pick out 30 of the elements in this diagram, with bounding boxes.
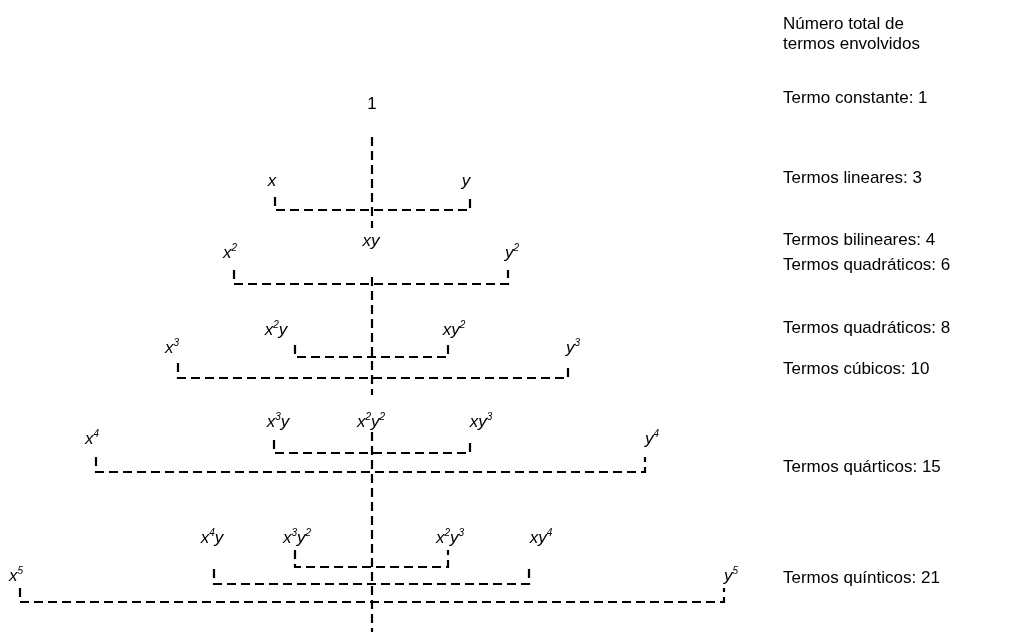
polynomial-term: y$^{4}$: [644, 429, 660, 449]
polynomial-term: x$^{3}$: [164, 338, 180, 358]
polynomial-term: y$^{5}$: [723, 566, 739, 586]
polynomial-term: x: [267, 171, 277, 191]
polynomial-term: xy: [362, 231, 380, 251]
term-count-label: Termos cúbicos: 10: [783, 359, 930, 379]
polynomial-term: x$^{3}$y$^{2}$: [282, 528, 312, 548]
polynomial-term: x$^{2}$: [222, 243, 238, 263]
polynomial-term: x$^{4}$y: [200, 528, 224, 548]
polynomial-term: xy$^{2}$: [442, 320, 466, 340]
polynomial-term: x$^{5}$: [8, 566, 24, 586]
term-count-label: Número total de termos envolvidos: [783, 14, 921, 54]
polynomial-term: y$^{2}$: [504, 243, 520, 263]
polynomial-term: xy$^{3}$: [469, 412, 493, 432]
polynomial-term: x$^{2}$y$^{2}$: [356, 412, 386, 432]
constant-term: 1: [367, 94, 377, 114]
term-count-label: Termos quárticos: 15: [783, 457, 941, 477]
term-count-label: Termo constante: 1: [783, 88, 928, 108]
term-count-label: Termos quínticos: 21: [783, 568, 940, 588]
term-count-label: Termos quadráticos: 8: [783, 318, 951, 338]
polynomial-term: x$^{2}$y: [264, 320, 288, 340]
polynomial-term: xy$^{4}$: [529, 528, 553, 548]
polynomial-term: y: [461, 171, 471, 191]
polynomial-term: y$^{3}$: [565, 338, 581, 358]
polynomial-term: x$^{3}$y: [266, 412, 290, 432]
term-count-label: Termos bilineares: 4: [783, 230, 936, 250]
term-count-label: Termos quadráticos: 6: [783, 255, 951, 275]
polynomial-term: x$^{4}$: [84, 429, 100, 449]
term-count-label: Termos lineares: 3: [783, 168, 922, 188]
polynomial-term: x$^{2}$y$^{3}$: [435, 528, 465, 548]
